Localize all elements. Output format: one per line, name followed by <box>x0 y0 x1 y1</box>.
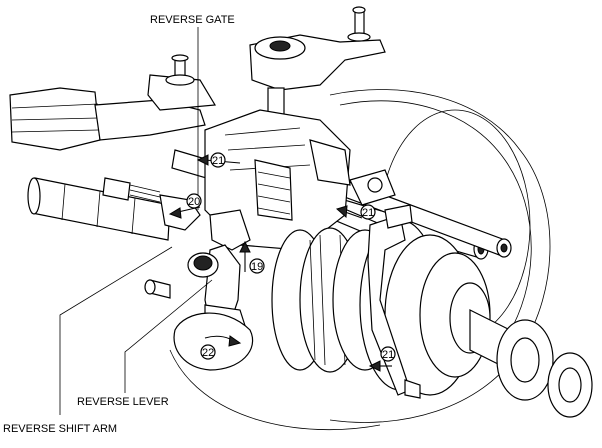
callout-22: 22 <box>200 344 216 360</box>
output-shaft <box>469 309 593 418</box>
arrow-up-icon <box>239 240 251 253</box>
callout-21-top: 21 <box>210 152 226 168</box>
input-shaft <box>27 177 171 241</box>
gear-case <box>204 109 396 251</box>
reverse-gate-label: REVERSE GATE <box>150 14 235 26</box>
arrow-left-icon <box>196 154 209 166</box>
reverse-mechanism <box>144 194 254 371</box>
callout-20: 20 <box>186 193 202 209</box>
arrow-left-icon <box>368 360 381 372</box>
left-bracket <box>9 54 217 151</box>
shift-fork <box>367 204 421 399</box>
arrow-left-icon <box>335 205 348 219</box>
callout-21-low-text: 21 <box>382 349 394 361</box>
callout-20-text: 20 <box>188 196 200 208</box>
arrow-right-icon <box>228 335 242 347</box>
callout-21-mid: 21 <box>360 204 376 220</box>
leader-lines <box>59 27 213 415</box>
callout-21-mid-text: 21 <box>362 207 374 219</box>
callout-19: 19 <box>249 258 265 274</box>
arrow-left-icon <box>168 207 182 219</box>
motion-arrows <box>168 154 392 372</box>
callout-19-text: 19 <box>251 261 263 273</box>
callout-21-top-text: 21 <box>212 155 224 167</box>
reverse-shift-arm-label: REVERSE SHIFT ARM <box>3 423 117 435</box>
top-bracket <box>249 6 386 129</box>
callout-21-low: 21 <box>380 346 396 362</box>
callout-22-text: 22 <box>202 347 214 359</box>
reverse-lever-label: REVERSE LEVER <box>77 396 169 408</box>
